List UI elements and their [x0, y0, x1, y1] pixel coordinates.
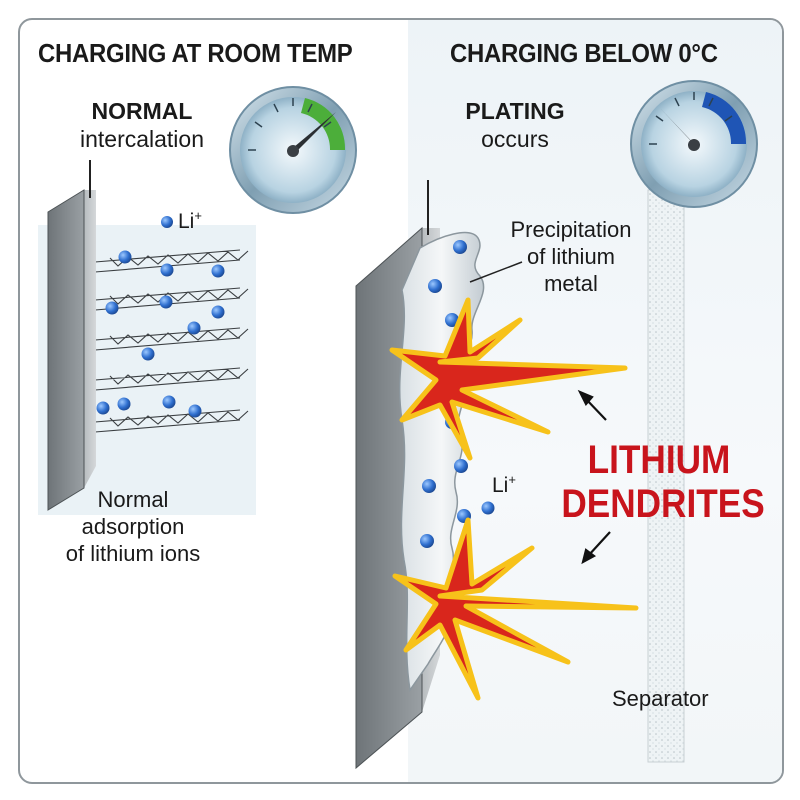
warning-line-2: DENDRITES	[561, 482, 765, 526]
precipitation-line-1: Precipitation	[510, 217, 632, 242]
left-ion-label: Li+	[178, 208, 202, 233]
left-caption-line-3: of lithium ions	[65, 541, 201, 566]
dendrite-lower	[392, 517, 639, 701]
lithium-ion	[211, 305, 225, 319]
left-caption-line-1: Normal	[97, 487, 169, 512]
lithium-ion	[211, 264, 225, 278]
lithium-ion	[117, 397, 131, 411]
left-electrode	[47, 160, 96, 511]
lithium-ion	[188, 404, 202, 418]
lithium-ion	[160, 263, 174, 277]
left-caption-line-2: adsorption	[81, 514, 185, 539]
dendrite-upper	[389, 297, 628, 461]
warning-line-1: LITHIUM	[587, 438, 731, 482]
right-state-title: PLATING	[465, 98, 565, 124]
left-lithium-ions	[96, 216, 225, 418]
gauge-needle	[660, 108, 698, 148]
lithium-ion	[141, 347, 155, 361]
lithium-ion	[187, 321, 201, 335]
graphite-lattice	[94, 249, 249, 433]
lithium-ion	[428, 279, 442, 293]
legend-ion	[161, 216, 173, 228]
room-temp-gauge	[229, 86, 357, 214]
lattice-layer-3	[94, 327, 249, 351]
lithium-ion	[454, 459, 468, 473]
lithium-ion	[445, 313, 459, 327]
lithium-ion	[453, 240, 467, 254]
left-caption: Normal adsorption of lithium ions	[48, 486, 218, 567]
separator-label: Separator	[612, 686, 709, 711]
gauge-needle	[288, 112, 336, 152]
left-heading: CHARGING AT ROOM TEMP	[38, 38, 353, 68]
separator	[647, 189, 685, 763]
right-state-desc: occurs	[481, 126, 549, 152]
lithium-ion	[422, 479, 436, 493]
lithium-dendrites-warning: LITHIUM DENDRITES	[561, 438, 765, 526]
gauge-blue-zone	[702, 92, 747, 144]
right-heading: CHARGING BELOW 0°C	[450, 38, 718, 68]
left-state-title: NORMAL	[91, 98, 193, 124]
precipitation-label: Precipitation of lithium metal	[500, 216, 642, 297]
lithium-ion	[105, 301, 119, 315]
right-ion-label: Li+	[492, 472, 516, 497]
lattice-layer-5	[94, 409, 249, 433]
below-zero-gauge	[630, 80, 758, 208]
precipitation-pointer-line	[469, 261, 523, 283]
lithium-ion	[420, 534, 434, 548]
lithium-ion	[118, 250, 132, 264]
legend-ion-right	[481, 501, 495, 515]
lattice-layer-4	[94, 367, 249, 391]
precipitation-line-2: of lithium	[526, 244, 616, 269]
precipitation-line-3: metal	[544, 271, 598, 296]
left-state-desc: intercalation	[79, 126, 205, 152]
lithium-ion	[159, 295, 173, 309]
lithium-ion	[96, 401, 110, 415]
warning-arrows	[577, 389, 611, 565]
lithium-ion	[162, 395, 176, 409]
